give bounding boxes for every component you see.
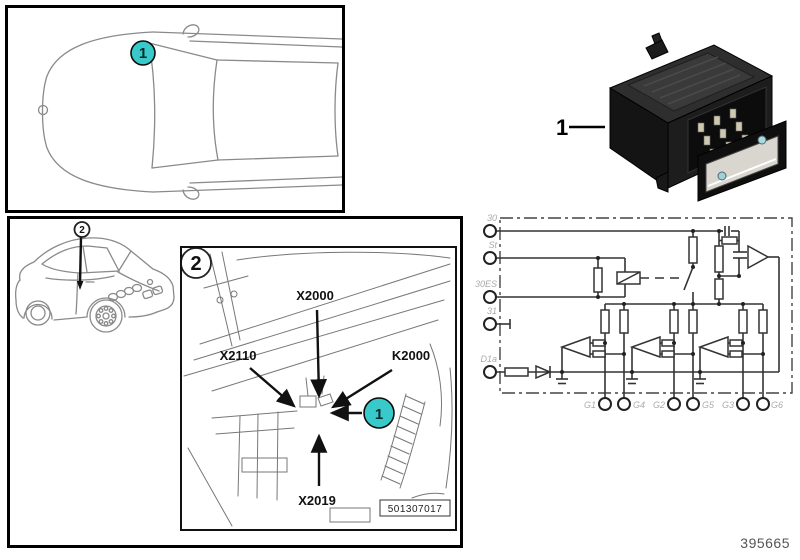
relay-coil-symbol bbox=[616, 271, 641, 285]
terminal-30 bbox=[483, 224, 497, 238]
terminal-d1a bbox=[483, 365, 497, 379]
resistor bbox=[669, 309, 679, 334]
terminal-31 bbox=[483, 317, 497, 331]
rear-wheel bbox=[25, 300, 51, 326]
terminal-st bbox=[483, 251, 497, 265]
label-x2110: X2110 bbox=[220, 348, 257, 363]
resistor bbox=[714, 245, 724, 273]
image-number-text: 501307017 bbox=[388, 504, 443, 515]
schematic-components bbox=[504, 236, 770, 380]
resistor bbox=[504, 367, 529, 377]
engine-detail-arrows bbox=[249, 309, 393, 486]
callout-2-side-view: 2 bbox=[73, 221, 91, 290]
car-top-view-body bbox=[37, 24, 343, 200]
terminal-30-label: 30 bbox=[487, 213, 497, 223]
resistor bbox=[619, 309, 629, 334]
terminal-g6-label: G6 bbox=[771, 400, 783, 410]
relay-screw bbox=[757, 135, 767, 145]
relay-body bbox=[608, 32, 787, 202]
resistor bbox=[593, 267, 603, 293]
bmw-roundel bbox=[146, 278, 154, 286]
engine-bay-sketch bbox=[183, 251, 453, 527]
engine-detail-frame: X2000 X2110 K2000 X2019 2 1 501307017 bbox=[180, 246, 457, 531]
terminal-d1a-label: D1a bbox=[480, 354, 497, 364]
terminal-31-label: 31 bbox=[487, 306, 497, 316]
amplifier-symbol bbox=[747, 244, 770, 270]
resistor bbox=[600, 309, 610, 334]
resistor bbox=[721, 236, 738, 245]
resistor bbox=[714, 278, 724, 300]
page-number: 395665 bbox=[740, 535, 790, 551]
terminal-g3-label: G3 bbox=[722, 400, 734, 410]
left-terminals: 30 St 30ES 31 D1a bbox=[475, 213, 497, 379]
terminal-g2-label: G2 bbox=[653, 400, 665, 410]
terminal-g3 bbox=[736, 397, 750, 411]
label-x2000: X2000 bbox=[296, 288, 334, 303]
resistor bbox=[688, 236, 698, 264]
resistor bbox=[688, 309, 698, 334]
callout-2-frame: 2 bbox=[182, 248, 212, 279]
schematic-wires bbox=[496, 226, 780, 398]
callout-1-pointer-number: 1 bbox=[375, 406, 383, 423]
coupe-body bbox=[14, 237, 175, 333]
callout-2-number: 2 bbox=[79, 225, 85, 236]
terminal-st-label: St bbox=[488, 240, 497, 250]
resistor bbox=[758, 309, 768, 334]
relay-callout-number: 1 bbox=[556, 115, 568, 140]
callout-2-frame-number: 2 bbox=[190, 253, 201, 275]
callout-1-top-view: 1 bbox=[130, 40, 156, 66]
terminal-30es-label: 30ES bbox=[475, 279, 497, 289]
terminal-g5 bbox=[686, 397, 700, 411]
terminal-g1 bbox=[598, 397, 612, 411]
relay-callout-1: 1 bbox=[556, 115, 605, 140]
circuit-schematic: 30 St 30ES 31 D1a G1 G4 G2 G5 G3 G6 bbox=[475, 213, 793, 411]
relay-screw bbox=[717, 171, 727, 181]
label-k2000: K2000 bbox=[392, 348, 430, 363]
schematic-boundary bbox=[499, 217, 793, 394]
relay-photo: 1 bbox=[556, 32, 787, 202]
terminal-g5-label: G5 bbox=[702, 400, 715, 410]
terminal-g1-label: G1 bbox=[584, 400, 596, 410]
car-top-view-drawing: 1 bbox=[37, 24, 343, 200]
amplifier-symbol bbox=[559, 335, 591, 359]
front-wheel bbox=[89, 299, 123, 333]
resistor bbox=[738, 309, 748, 334]
amplifier-symbol bbox=[629, 335, 661, 359]
terminal-g6 bbox=[756, 397, 770, 411]
label-x2019: X2019 bbox=[298, 493, 336, 508]
terminal-30es bbox=[483, 290, 497, 304]
diode-symbol bbox=[535, 364, 552, 380]
amplifier-symbol bbox=[697, 335, 729, 359]
terminal-g4 bbox=[617, 397, 631, 411]
junction-dots bbox=[560, 229, 765, 374]
top-view-panel: 1 bbox=[5, 5, 345, 213]
hood-detail-circle bbox=[37, 104, 49, 116]
relay-top-clip bbox=[645, 39, 669, 60]
bottom-terminals: G1 G4 G2 G5 G3 G6 bbox=[584, 397, 783, 411]
terminal-g4-label: G4 bbox=[633, 400, 645, 410]
callout-1-pointer: 1 bbox=[363, 397, 395, 429]
callout-1-top-view-number: 1 bbox=[139, 45, 147, 62]
right-mirror bbox=[182, 186, 200, 200]
left-mirror bbox=[182, 24, 200, 38]
engine-detail-drawing: X2000 X2110 K2000 X2019 2 1 501307017 bbox=[182, 248, 453, 527]
kidney-grille bbox=[142, 289, 154, 300]
terminal-g2 bbox=[667, 397, 681, 411]
car-side-view-drawing: 2 bbox=[14, 221, 175, 333]
image-number-box: 501307017 bbox=[379, 499, 451, 517]
